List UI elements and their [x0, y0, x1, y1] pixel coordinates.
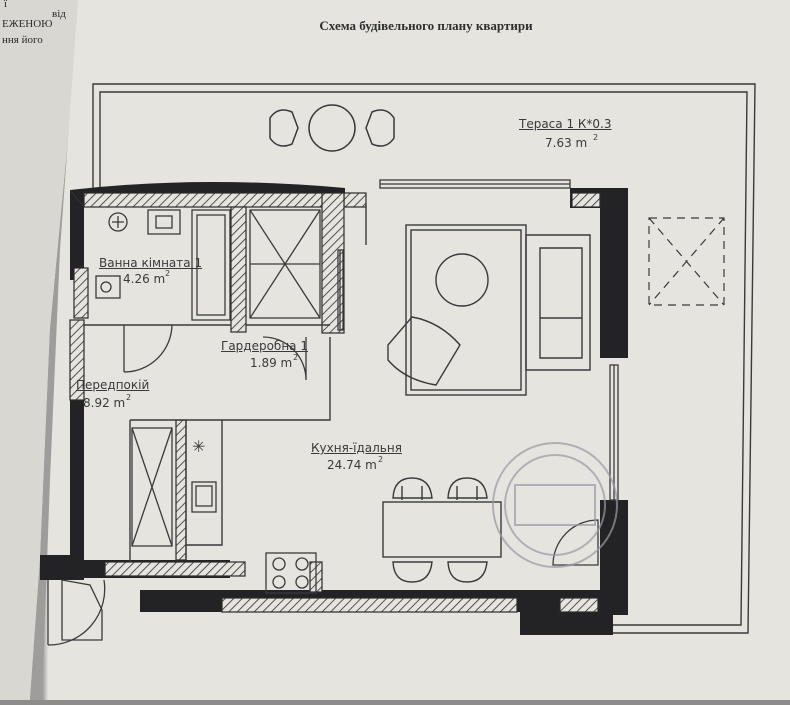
terrace-name: Тераса 1 К*0.3	[519, 117, 612, 131]
kitchen-units: ✳	[191, 437, 317, 594]
hallway-area-sup: 2	[126, 393, 132, 402]
dining-set	[382, 477, 502, 583]
terrace-outline	[92, 83, 756, 634]
toilet-icon	[95, 275, 121, 299]
kitchen-area: 24.74 m	[327, 458, 377, 472]
edge-text-1b: від	[52, 8, 66, 20]
terrace-area: 7.63 m	[545, 136, 588, 150]
cooktop-icon	[265, 552, 317, 594]
terrace-door	[552, 519, 599, 566]
living-furniture	[387, 224, 591, 396]
bathtub-icon	[191, 209, 231, 321]
terrace-windows	[379, 179, 619, 501]
sink-icon	[147, 209, 181, 235]
bathroom-area-sup: 2	[165, 269, 171, 278]
edge-text-1: ї	[4, 0, 8, 10]
terrace-table-set	[269, 104, 395, 152]
wardrobe-door	[262, 336, 307, 381]
kitchen-sink-icon	[191, 481, 217, 513]
wardrobe-cabinet	[131, 427, 173, 547]
terrace-area-sup: 2	[593, 133, 599, 142]
bathroom-fixtures	[95, 209, 321, 321]
kitchen-area-sup: 2	[378, 455, 384, 464]
burner-star-icon: ✳	[192, 437, 205, 456]
bathroom-area: 4.26 m	[123, 272, 166, 286]
entrance-door	[47, 579, 106, 646]
hallway-area: 8.92 m	[83, 396, 126, 410]
edge-text-3: ння його	[2, 34, 43, 46]
sofa	[525, 234, 591, 371]
bathroom-name: Ванна кімната 1	[99, 256, 203, 270]
interior-walls	[84, 205, 367, 562]
dining-table	[382, 501, 502, 558]
hatched-walls	[69, 192, 601, 613]
wardrobe-area-sup: 2	[293, 353, 299, 362]
round-table	[435, 253, 489, 307]
stamp	[492, 442, 618, 568]
doors	[47, 249, 599, 646]
terrace-skylight	[648, 217, 725, 306]
document-title: Схема будівельного плану квартири	[319, 18, 533, 33]
washing-machine-icon	[108, 212, 128, 232]
bathroom-door	[123, 324, 173, 373]
kitchen-name: Кухня-їдальня	[311, 441, 402, 455]
wardrobe-area: 1.89 m	[250, 356, 293, 370]
edge-text-2: ЕЖЕНОЮ	[2, 18, 53, 30]
armchair	[387, 316, 461, 386]
wardrobe-name: Гардеробна 1	[221, 339, 308, 353]
hallway-name: Передпокій	[76, 378, 150, 392]
